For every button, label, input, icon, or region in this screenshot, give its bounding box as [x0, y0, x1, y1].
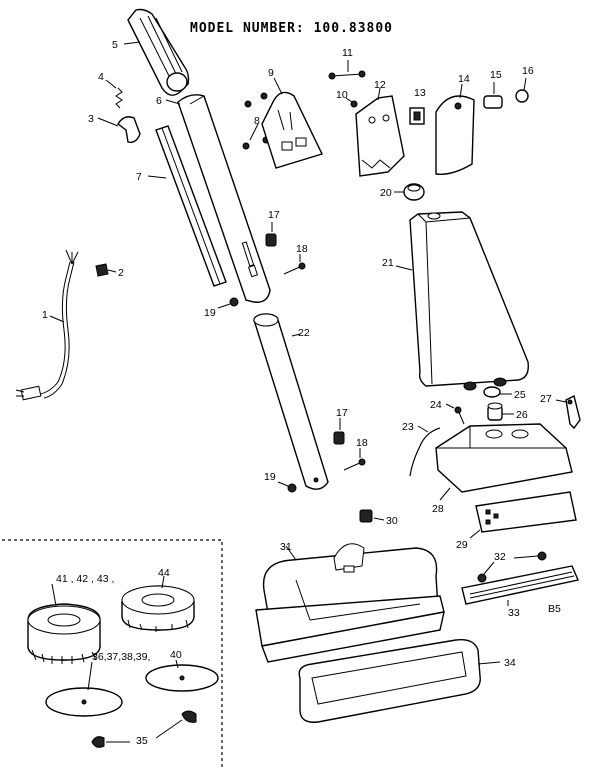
- callout-26: 26: [516, 409, 528, 421]
- callout-16: 16: [522, 65, 534, 77]
- callout-23-label: 23: [402, 421, 414, 433]
- callout-34: 34: [504, 657, 516, 669]
- callout-18-lower: 18: [356, 437, 368, 449]
- part-26-valve: [487, 402, 514, 421]
- callout-5: 5: [112, 39, 118, 51]
- part-44-brush-right: [121, 575, 195, 632]
- part-12-housing-bracket: [355, 87, 405, 177]
- callout-1: 1: [42, 309, 48, 321]
- callout-30: 30: [386, 515, 398, 527]
- callout-2: 2: [118, 267, 124, 279]
- callout-29: 29: [456, 539, 468, 551]
- callout-12: 12: [374, 79, 386, 91]
- callout-19-lower: 19: [264, 471, 276, 483]
- part-5-handle-grip: [123, 8, 190, 96]
- part-36-40-pad-left: [45, 661, 123, 717]
- part-10-screw: [345, 97, 358, 108]
- part-24-screw: [445, 403, 465, 425]
- callout-13: 13: [414, 87, 426, 99]
- part-27-latch: [555, 394, 581, 430]
- model-number-title: MODEL NUMBER: 100.83800: [190, 21, 393, 36]
- part-4-pin: [105, 79, 123, 109]
- callout-20: 20: [380, 187, 392, 199]
- part-19-screw-lower: [277, 481, 297, 493]
- callout-17-lower: 17: [336, 407, 348, 419]
- callout-32: 32: [494, 551, 506, 563]
- part-15-button: [483, 82, 503, 109]
- part-17-clip-upper: [265, 222, 277, 247]
- part-3-cord-hook: [97, 116, 141, 144]
- callout-11: 11: [342, 47, 353, 59]
- part-2-cord-clip: [95, 263, 117, 277]
- part-14-switch-cover: [435, 83, 475, 175]
- part-1-power-cord: [15, 249, 79, 401]
- callout-28: 28: [432, 503, 444, 515]
- part-22-lower-tube: [253, 313, 329, 490]
- callout-25: 25: [514, 389, 526, 401]
- part-20-bushing: [394, 183, 425, 201]
- callout-14: 14: [458, 73, 470, 85]
- callout-35: 35: [136, 735, 148, 747]
- part-28-solution-tank: [435, 423, 573, 501]
- part-35-clips: [91, 710, 197, 748]
- part-40-pad-right: [145, 659, 219, 692]
- part-34-drip-tray: [298, 639, 501, 723]
- part-18-screw-lower: [343, 448, 366, 471]
- callout-31: 31: [280, 541, 292, 553]
- part-19-screw-upper: [217, 297, 239, 309]
- callout-3: 3: [88, 113, 94, 125]
- callout-44: 44: [158, 567, 170, 579]
- callout-36-39: 36,37,38,39,: [92, 651, 150, 663]
- accessory-kit-boundary: [2, 539, 223, 768]
- callout-18-upper: 18: [296, 243, 308, 255]
- part-7-handle-tube: [147, 125, 227, 287]
- part-29-label-plate: [469, 491, 577, 539]
- callout-22: 22: [298, 327, 310, 339]
- callout-24: 24: [430, 399, 442, 411]
- callout-6: 6: [156, 95, 162, 107]
- callout-10: 10: [336, 89, 348, 101]
- part-23-hose: [409, 425, 441, 477]
- callout-8: 8: [254, 115, 260, 127]
- part-25-cap: [483, 386, 512, 398]
- callout-33: 33: [508, 607, 520, 619]
- callout-7: 7: [136, 171, 142, 183]
- callout-41-43: 41 , 42 , 43 ,: [56, 573, 114, 585]
- part-32-screws: [477, 551, 547, 583]
- callout-15: 15: [490, 69, 502, 81]
- callout-9: 9: [268, 67, 274, 79]
- corner-code: B5: [548, 603, 561, 615]
- part-30-clip: [359, 509, 385, 523]
- callout-21: 21: [382, 257, 394, 269]
- part-18-screw-upper: [283, 254, 306, 275]
- part-41-44-brush-left: [27, 583, 101, 664]
- part-11-rod: [328, 60, 366, 80]
- part-33-squeegee: [461, 565, 579, 606]
- callout-27: 27: [540, 393, 552, 405]
- part-17-clip-lower: [333, 418, 345, 445]
- callout-4: 4: [98, 71, 104, 83]
- part-9-bracket: [261, 77, 323, 169]
- callout-40: 40: [170, 649, 182, 661]
- callout-19-upper: 19: [204, 307, 216, 319]
- part-13-switch: [409, 107, 425, 125]
- callout-17-upper: 17: [268, 209, 280, 221]
- part-6-upper-handle: [165, 94, 271, 303]
- part-16-knob: [515, 77, 529, 103]
- part-21-main-housing: [395, 211, 529, 391]
- part-31-base-housing: [255, 543, 445, 663]
